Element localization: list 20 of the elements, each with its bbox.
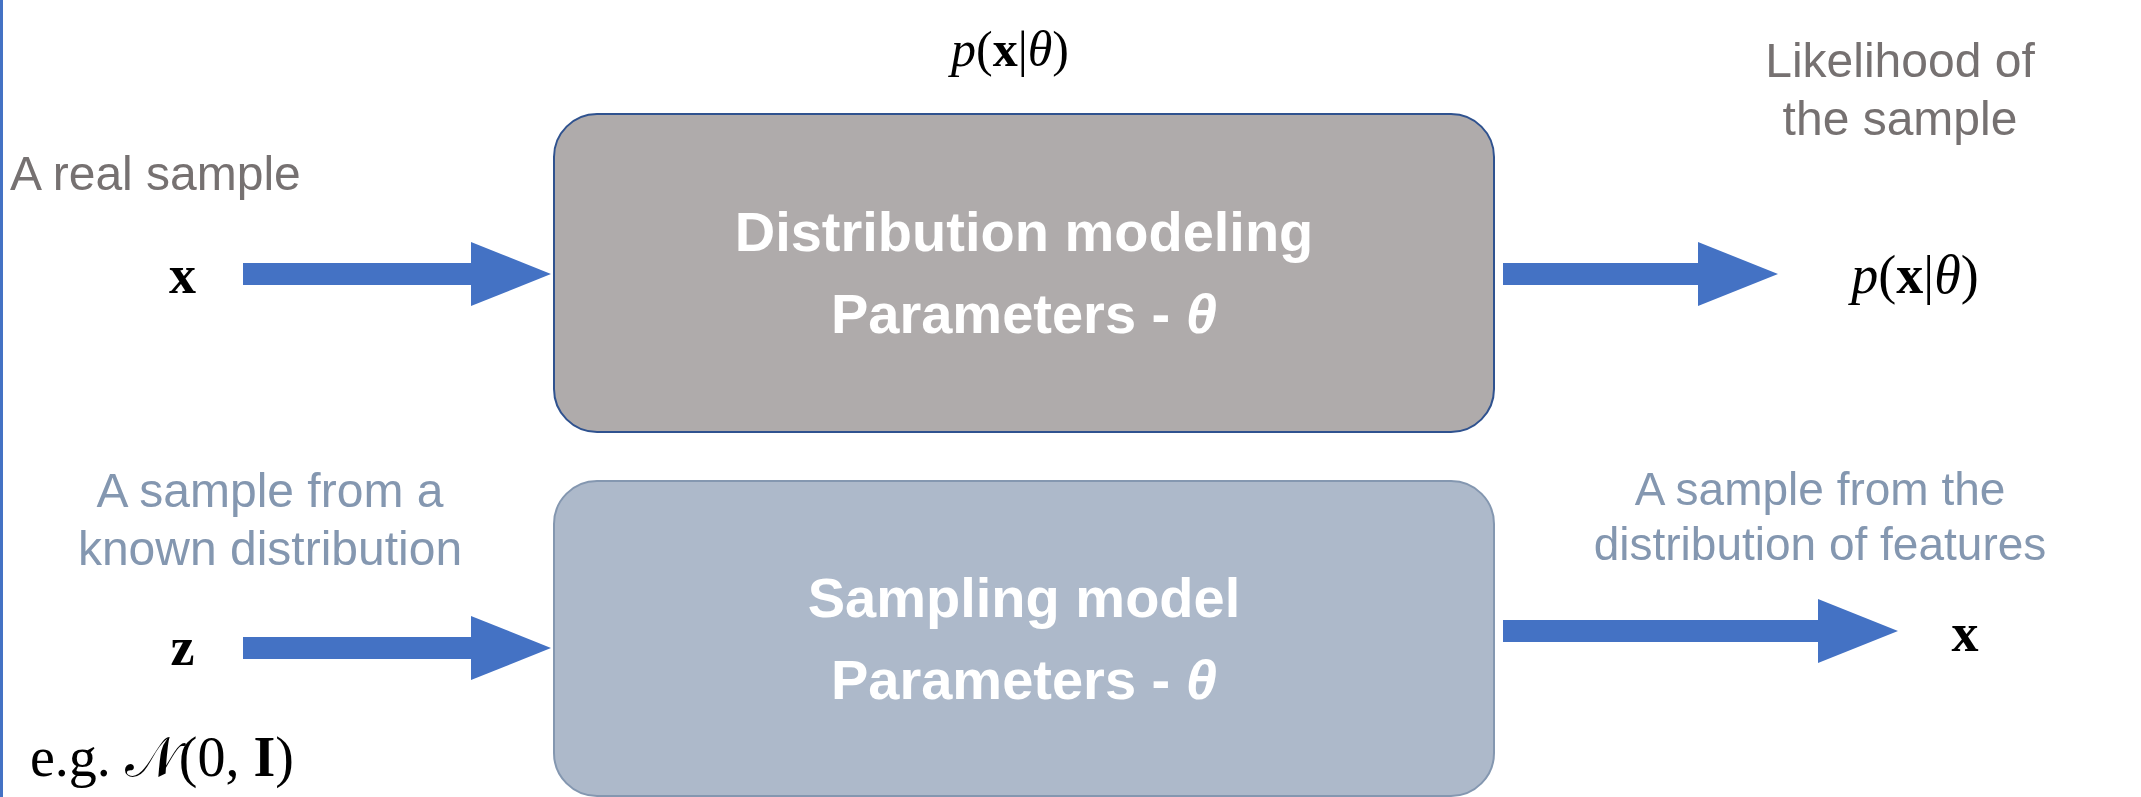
box-text: Parameters - θ (830, 646, 1218, 713)
distribution-label: e.g. 𝒩(0, I) (30, 725, 295, 790)
math-symbol: p(x|θ) (1780, 235, 2050, 315)
output-caption: A sample from the distribution of features (1592, 462, 2048, 573)
arrow (243, 242, 551, 306)
output-caption: Likelihood of the sample (1764, 33, 2036, 147)
input-caption: A real sample (10, 146, 302, 202)
box-text: Distribution modeling (734, 199, 1314, 265)
input-caption: A sample from a known distribution (76, 463, 464, 577)
arrow (243, 616, 551, 680)
process-box (553, 480, 1495, 797)
box-text: Sampling model (807, 564, 1241, 631)
process-box (553, 113, 1495, 433)
math-symbol: x (1900, 598, 2030, 668)
box-text: Parameters - θ (830, 281, 1218, 347)
arrow (1503, 242, 1778, 306)
arrow (1503, 599, 1898, 663)
function-label: p(x|θ) (860, 12, 1160, 87)
math-symbol: z (130, 612, 235, 682)
math-symbol: x (130, 240, 235, 310)
